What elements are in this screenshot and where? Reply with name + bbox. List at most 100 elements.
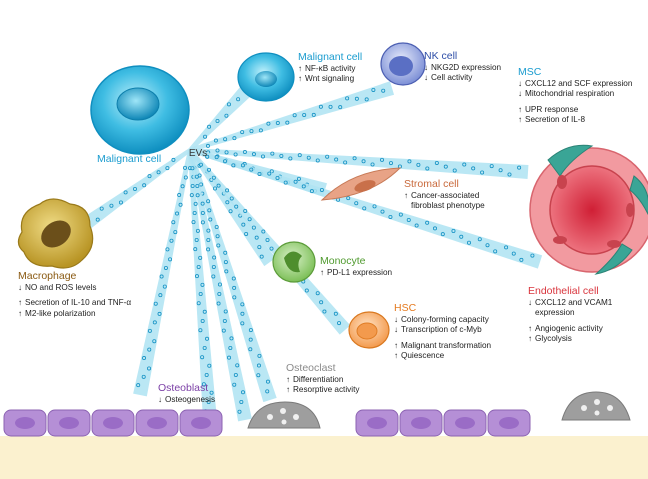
nk-effect-text: NKG2D expression <box>431 63 502 73</box>
monocyte-cell <box>272 241 316 283</box>
ev-vesicle <box>222 159 227 164</box>
ev-vesicle <box>452 168 457 173</box>
ev-vesicle <box>257 245 262 250</box>
ev-vesicle <box>198 255 203 260</box>
ev-vesicle <box>265 379 270 384</box>
ev-vesicle <box>372 204 377 209</box>
ev-vesicle <box>194 174 199 179</box>
malignant-target-effects: ↑NF-κB activity↑Wnt signaling <box>298 64 362 85</box>
ev-vesicle <box>425 166 430 171</box>
ev-vesicle <box>257 171 262 176</box>
malignant-cell-source <box>90 65 190 155</box>
hsc-title: HSC <box>394 302 417 314</box>
up-arrow-icon: ↑ <box>18 298 22 308</box>
macrophage-effect-text: M2-like polarization <box>25 308 96 318</box>
ev-vesicle <box>211 264 216 269</box>
ev-vesicle <box>216 243 221 248</box>
osteoblast-nucleus <box>15 417 35 429</box>
ev-vesicle <box>301 184 306 189</box>
ev-vesicle <box>200 220 205 225</box>
ev-vesicle <box>224 150 229 155</box>
up-arrow-icon: ↑ <box>298 64 302 74</box>
down-arrow-icon: ↓ <box>394 325 398 335</box>
msc-effect-text: Secretion of IL-8 <box>525 114 586 124</box>
ev-vesicle <box>269 246 274 251</box>
ev-vesicle <box>171 157 176 162</box>
osteoblast-nucleus <box>59 417 79 429</box>
ev-vesicle <box>416 162 421 167</box>
ev-vesicle <box>178 202 183 207</box>
ev-vesicle <box>260 154 265 159</box>
ev-stream-to-osteoclast <box>188 149 277 403</box>
ev-vesicle <box>191 220 196 225</box>
ev-vesicle <box>337 321 342 326</box>
ev-vesicle <box>214 224 219 229</box>
endothelial-effect-text: Angiogenic activity <box>535 323 603 333</box>
down-arrow-icon: ↓ <box>424 63 428 73</box>
ev-vesicle <box>343 160 348 165</box>
ev-vesicle <box>206 199 211 204</box>
ev-vesicle <box>380 157 385 162</box>
ev-vesicle <box>227 355 232 360</box>
up-arrow-icon: ↑ <box>528 333 532 343</box>
ev-vesicle <box>175 211 180 216</box>
ev-vesicle <box>200 355 205 360</box>
monocyte-title: Monocyte <box>320 255 366 267</box>
ev-vesicle <box>333 311 338 316</box>
ev-vesicle <box>248 328 253 333</box>
osteoclast-label: Osteoclast ↑Differentiation↑Resorptive a… <box>286 362 359 396</box>
ev-vesicle <box>118 200 123 205</box>
ev-vesicle <box>406 217 411 222</box>
ev-vesicle <box>211 175 216 180</box>
ev-vesicle <box>189 193 194 198</box>
ev-vesicle <box>165 166 170 171</box>
macrophage-effect-text: NO and ROS levels <box>25 283 97 293</box>
ev-vesicle <box>169 238 174 243</box>
ev-vesicle <box>283 180 288 185</box>
down-arrow-icon: ↓ <box>518 79 522 89</box>
stromal-title: Stromal cell <box>404 178 459 190</box>
ev-vesicle <box>183 165 188 170</box>
stromal-effect-item: ↑Cancer-associated <box>404 191 485 201</box>
hsc-effect-item: ↓Colony-forming capacity <box>394 315 491 325</box>
ev-vesicle <box>296 176 301 181</box>
ev-vesicle <box>241 390 246 395</box>
ev-vesicle <box>207 208 212 213</box>
ev-vesicle <box>236 97 241 102</box>
ev-vesicle <box>221 328 226 333</box>
ev-vesicle <box>371 87 376 92</box>
ev-vesicle <box>240 130 245 135</box>
msc-effect-item: ↑UPR response <box>518 105 632 115</box>
down-arrow-icon: ↓ <box>394 315 398 325</box>
ev-vesicle <box>196 301 201 306</box>
ev-vesicle <box>215 119 220 124</box>
ev-vesicle <box>216 183 221 188</box>
ev-vesicle <box>201 382 206 387</box>
malignant-target-label: Malignant cell ↑NF-κB activity↑Wnt signa… <box>298 51 362 85</box>
ev-vesicle <box>325 154 330 159</box>
ev-vesicle <box>168 257 173 262</box>
malignant_target-effect-text: Wnt signaling <box>305 74 355 84</box>
ev-vesicle <box>266 121 271 126</box>
ev-vesicle <box>304 288 309 293</box>
ev-vesicle <box>462 162 467 167</box>
endothelial-effect-text: Glycolysis <box>535 333 572 343</box>
ev-vesicle <box>328 104 333 109</box>
ev-vesicle <box>315 291 320 296</box>
ev-vesicle <box>338 105 343 110</box>
ev-vesicle <box>265 389 270 394</box>
up-arrow-icon: ↑ <box>518 104 522 114</box>
up-arrow-icon: ↑ <box>286 385 290 395</box>
nk-label: NK cell ↓NKG2D expression↓Cell activity <box>424 50 501 84</box>
osteoblast-effects: ↓Osteogenesis <box>158 395 215 405</box>
nk-effect-item: ↓Cell activity <box>424 73 501 83</box>
ev-stream-to-bone-left <box>188 149 217 421</box>
ev-vesicle <box>136 383 141 388</box>
msc-effect-item: ↓Mitochondrial respiration <box>518 89 632 99</box>
malignant-cell-target <box>237 52 295 102</box>
macrophage-title: Macrophage <box>18 270 77 282</box>
osteoblast-nucleus <box>367 417 387 429</box>
